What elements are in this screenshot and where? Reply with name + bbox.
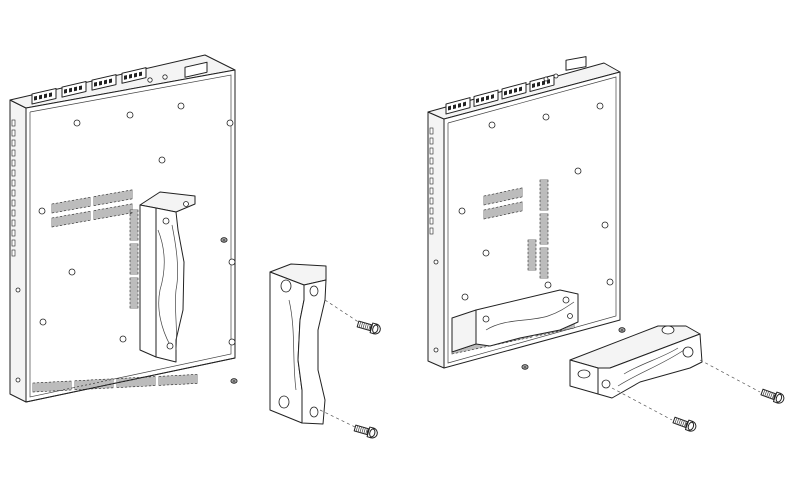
- installed-horizontal-bracket: [451, 289, 579, 353]
- screw-lower-right: [671, 414, 698, 434]
- device-left-side-panel: [9, 99, 27, 403]
- screw-lower-left: [353, 422, 379, 440]
- horizontal-mount-view: [427, 56, 786, 434]
- installed-vertical-bracket: [139, 191, 196, 363]
- loose-vertical-bracket: [269, 263, 327, 425]
- device-right-side-panel: [427, 111, 445, 369]
- screw-upper-right: [759, 386, 786, 406]
- screw-upper-left: [356, 318, 382, 336]
- loose-horizontal-bracket: [569, 325, 703, 399]
- device-left-back-face: [25, 69, 236, 403]
- vertical-mount-view: [9, 54, 382, 440]
